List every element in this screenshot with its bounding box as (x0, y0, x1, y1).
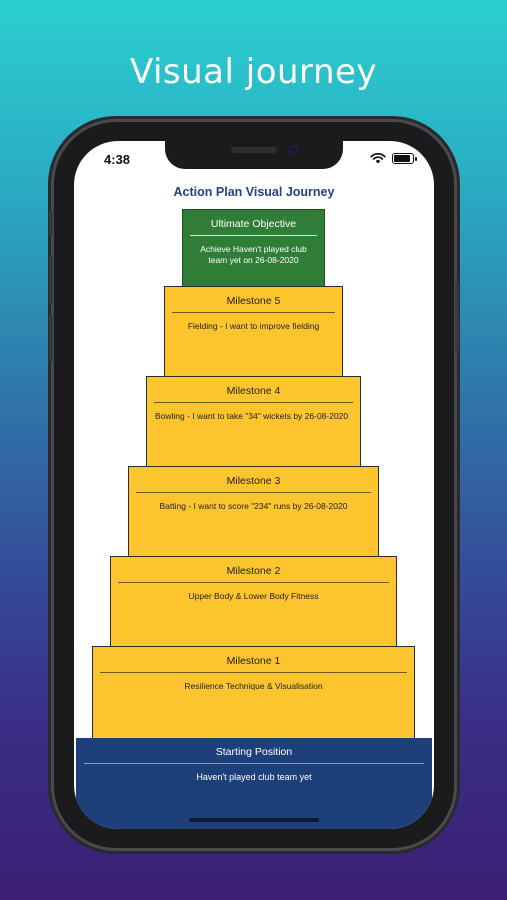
notch (165, 141, 343, 169)
ultimate-objective-block[interactable]: Ultimate Objective Achieve Haven't playe… (182, 209, 325, 287)
divider (118, 582, 389, 583)
battery-icon (392, 153, 417, 164)
divider (154, 402, 353, 403)
divider (84, 763, 424, 764)
status-icons (370, 153, 417, 164)
milestone-label: Milestone 1 (226, 655, 281, 667)
divider (190, 235, 317, 236)
milestone-4-block[interactable]: Milestone 4 Bowling - I want to take "34… (146, 376, 361, 467)
divider (136, 492, 371, 493)
starting-position-block[interactable]: Starting Position Haven't played club te… (76, 738, 432, 829)
ultimate-objective-label: Ultimate Objective (210, 218, 297, 230)
starting-position-label: Starting Position (215, 746, 293, 758)
milestone-label: Milestone 2 (226, 565, 281, 577)
milestone-label: Milestone 4 (226, 385, 281, 397)
home-indicator[interactable] (189, 818, 319, 822)
milestone-5-block[interactable]: Milestone 5 Fielding - I want to improve… (164, 286, 343, 377)
status-time: 4:38 (104, 152, 131, 167)
wifi-icon (370, 153, 386, 164)
milestone-desc: Bowling - I want to take "34" wickets by… (155, 411, 349, 421)
mute-switch (49, 210, 53, 236)
milestone-label: Milestone 5 (226, 295, 281, 307)
speaker-grille (231, 147, 277, 153)
volume-up-button (49, 256, 53, 304)
volume-down-button (49, 314, 53, 362)
camera-icon (289, 145, 298, 154)
milestone-2-block[interactable]: Milestone 2 Upper Body & Lower Body Fitn… (110, 556, 397, 647)
phone-frame: 4:38 Action Plan Visual Journey Ultimate… (49, 122, 459, 848)
milestone-3-block[interactable]: Milestone 3 Batting - I want to score "2… (128, 466, 379, 557)
milestone-label: Milestone 3 (226, 475, 281, 487)
divider (100, 672, 407, 673)
power-button (455, 282, 459, 354)
milestone-1-block[interactable]: Milestone 1 Resilience Technique & Visua… (92, 646, 415, 739)
divider (172, 312, 335, 313)
starting-position-desc: Haven't played club team yet (196, 772, 312, 782)
plan-title: Action Plan Visual Journey (173, 185, 335, 199)
milestone-desc: Upper Body & Lower Body Fitness (188, 591, 319, 601)
ultimate-objective-desc: Achieve Haven't played club team yet on … (200, 244, 307, 266)
milestone-desc: Fielding - I want to improve fielding (187, 321, 320, 331)
headline: Visual journey (129, 52, 378, 92)
milestone-desc: Batting - I want to score "234" runs by … (159, 501, 348, 511)
phone-screen: 4:38 Action Plan Visual Journey Ultimate… (74, 141, 434, 829)
milestone-desc: Resilience Technique & Visualisation (184, 681, 323, 691)
